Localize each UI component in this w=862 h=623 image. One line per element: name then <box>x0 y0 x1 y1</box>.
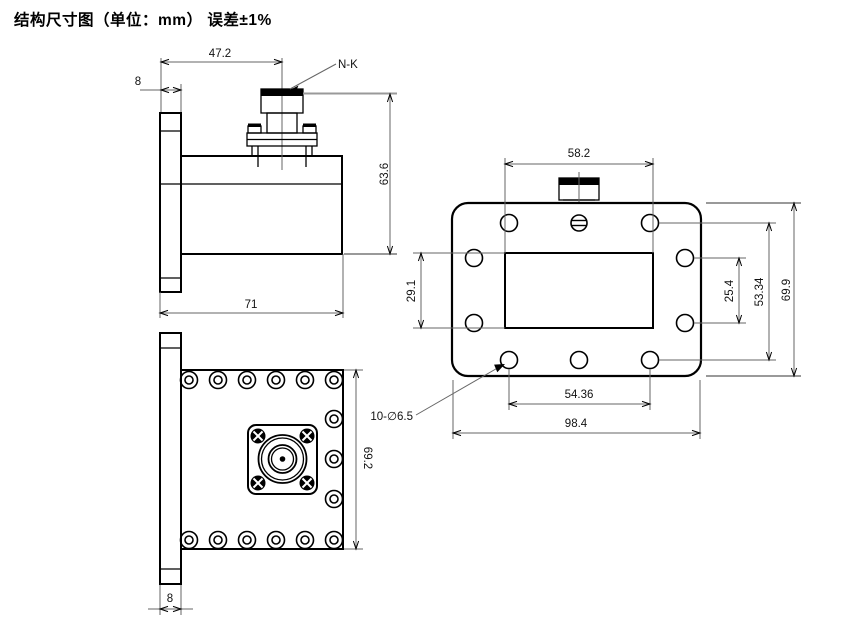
dim-front-body-size: 69.2 <box>344 368 373 551</box>
connector-screws <box>250 428 315 491</box>
perimeter-bolts <box>179 370 344 550</box>
svg-text:69.9: 69.9 <box>781 279 793 301</box>
connector-rings <box>257 434 308 484</box>
dim-flange-thickness-side: 8 <box>135 76 183 112</box>
dim-flange-thickness-front: 8 <box>148 585 193 615</box>
svg-text:54.36: 54.36 <box>565 389 594 401</box>
dim-side-length: 71 <box>158 254 345 318</box>
svg-text:8: 8 <box>135 76 141 88</box>
svg-text:69.2: 69.2 <box>361 447 373 469</box>
svg-text:10-∅6.5: 10-∅6.5 <box>370 411 413 423</box>
dim-side-hole-pitch: 25.4 <box>694 256 746 325</box>
face-flange-plate <box>450 201 703 378</box>
dim-aperture-width: 58.2 <box>503 148 655 253</box>
side-view-drawing: 47.2 8 N-K 63. <box>135 48 397 318</box>
coax-connector-front <box>247 424 318 495</box>
side-flange <box>159 112 182 293</box>
svg-text:N-K: N-K <box>338 59 358 71</box>
front-view-drawing: 69.2 8 <box>148 332 373 615</box>
hole-callout: 10-∅6.5 <box>370 364 505 423</box>
svg-text:25.4: 25.4 <box>724 279 736 302</box>
waveguide-aperture <box>504 252 654 329</box>
mounting-holes <box>464 213 695 370</box>
svg-text:98.4: 98.4 <box>565 418 588 430</box>
nk-leader-arrow <box>288 85 299 94</box>
bolt-row-bottom <box>179 530 344 550</box>
svg-text:29.1: 29.1 <box>406 280 418 302</box>
bolt-column-right <box>324 409 344 509</box>
svg-text:8: 8 <box>167 593 173 605</box>
dim-side-height: 63.6 <box>303 92 397 256</box>
svg-text:71: 71 <box>245 299 258 311</box>
hole-callout-leader-arrow <box>494 364 505 373</box>
face-view-drawing: 58.2 29.1 25.4 <box>370 148 801 439</box>
svg-text:58.2: 58.2 <box>568 148 590 160</box>
front-flange <box>159 332 182 585</box>
coax-connector-side <box>246 88 318 167</box>
dim-hole-row-span: 53.34 <box>659 221 776 362</box>
connector-callout: N-K <box>288 59 358 94</box>
bolt-row-top <box>179 370 344 390</box>
dim-aperture-height: 29.1 <box>406 251 505 330</box>
dim-face-flange-width: 98.4 <box>451 380 702 439</box>
svg-text:63.6: 63.6 <box>379 163 391 185</box>
svg-text:53.34: 53.34 <box>754 277 766 306</box>
dim-connector-offset: 47.2 <box>159 48 284 112</box>
dim-face-flange-height: 69.9 <box>706 201 801 378</box>
side-body <box>180 155 343 255</box>
dim-bottom-hole-pitch: 54.36 <box>507 369 652 410</box>
slotted-screw <box>570 214 588 232</box>
svg-text:47.2: 47.2 <box>209 48 231 60</box>
page-title: 结构尺寸图（单位：mm） 误差±1% <box>14 12 272 29</box>
